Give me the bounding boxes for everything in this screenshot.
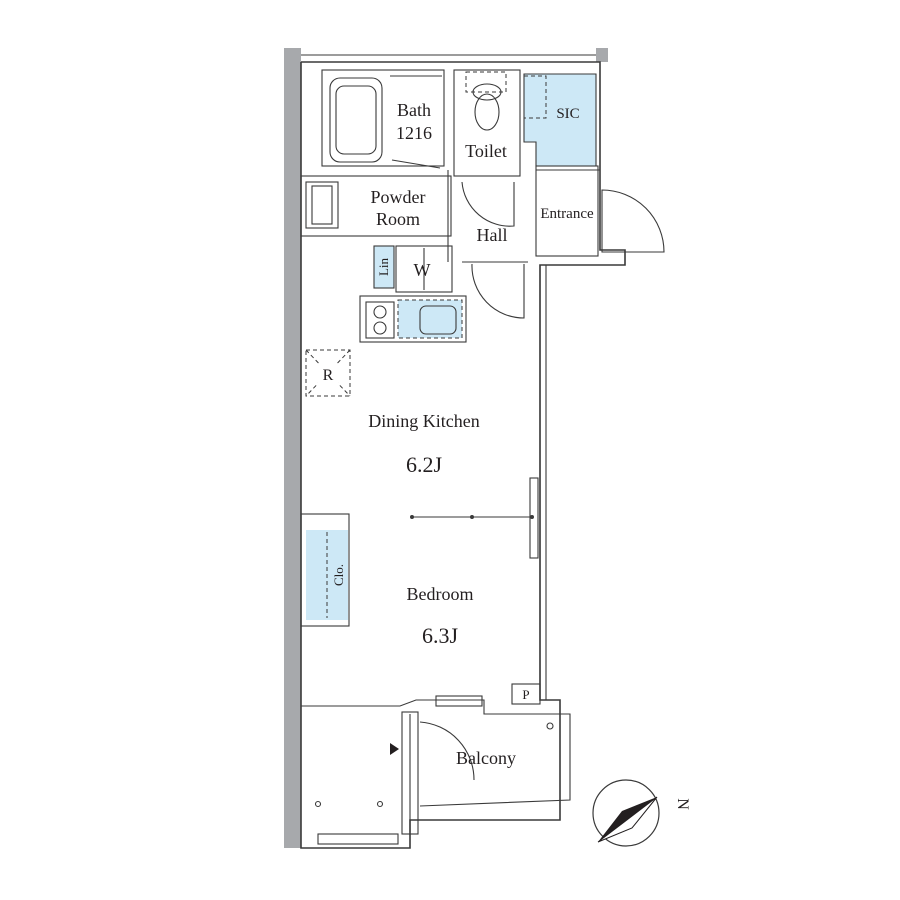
- powder-room-label-line2: Room: [376, 209, 420, 229]
- north-arrow-icon: N: [592, 779, 691, 847]
- dining-kitchen-size-label: 6.2J: [406, 452, 443, 477]
- entrance-area: Entrance: [535, 165, 665, 257]
- sliding-partition: [410, 477, 539, 559]
- dining-kitchen-label: Dining Kitchen: [368, 411, 479, 431]
- linen-and-washer: Lin W: [373, 245, 453, 293]
- kitchen-counter: [359, 295, 467, 343]
- bath-size-label: 1216: [396, 123, 432, 143]
- dining-kitchen: Dining Kitchen 6.2J: [368, 411, 479, 477]
- unit-outline: [300, 54, 626, 849]
- closet: Clo.: [300, 513, 350, 627]
- bedroom-size-label: 6.3J: [422, 623, 459, 648]
- powder-room-label-line1: Powder: [371, 187, 426, 207]
- bedroom: Bedroom 6.3J: [407, 584, 474, 648]
- pipe-space-label: P: [522, 687, 529, 702]
- powder-room: Powder Room: [300, 175, 452, 237]
- refrigerator-space: R: [305, 349, 351, 397]
- bath-label: Bath: [397, 100, 431, 120]
- pipe-space: P: [511, 683, 541, 705]
- bedroom-label: Bedroom: [407, 584, 474, 604]
- structural-walls: [284, 48, 608, 848]
- hall-label: Hall: [477, 225, 508, 245]
- sic-label: SIC: [556, 106, 579, 122]
- washer-label: W: [414, 260, 431, 280]
- hall-area: Hall: [447, 170, 528, 319]
- toilet-room: Toilet: [453, 69, 521, 177]
- closet-label: Clo.: [331, 564, 346, 586]
- linen-label: Lin: [376, 257, 391, 276]
- bath-room: Bath 1216: [321, 69, 445, 169]
- refrigerator-label: R: [323, 367, 334, 384]
- balcony-label: Balcony: [456, 748, 516, 768]
- balcony: Balcony: [301, 695, 571, 845]
- entrance-label: Entrance: [540, 206, 594, 222]
- compass-label: N: [674, 798, 691, 810]
- toilet-label: Toilet: [465, 141, 507, 161]
